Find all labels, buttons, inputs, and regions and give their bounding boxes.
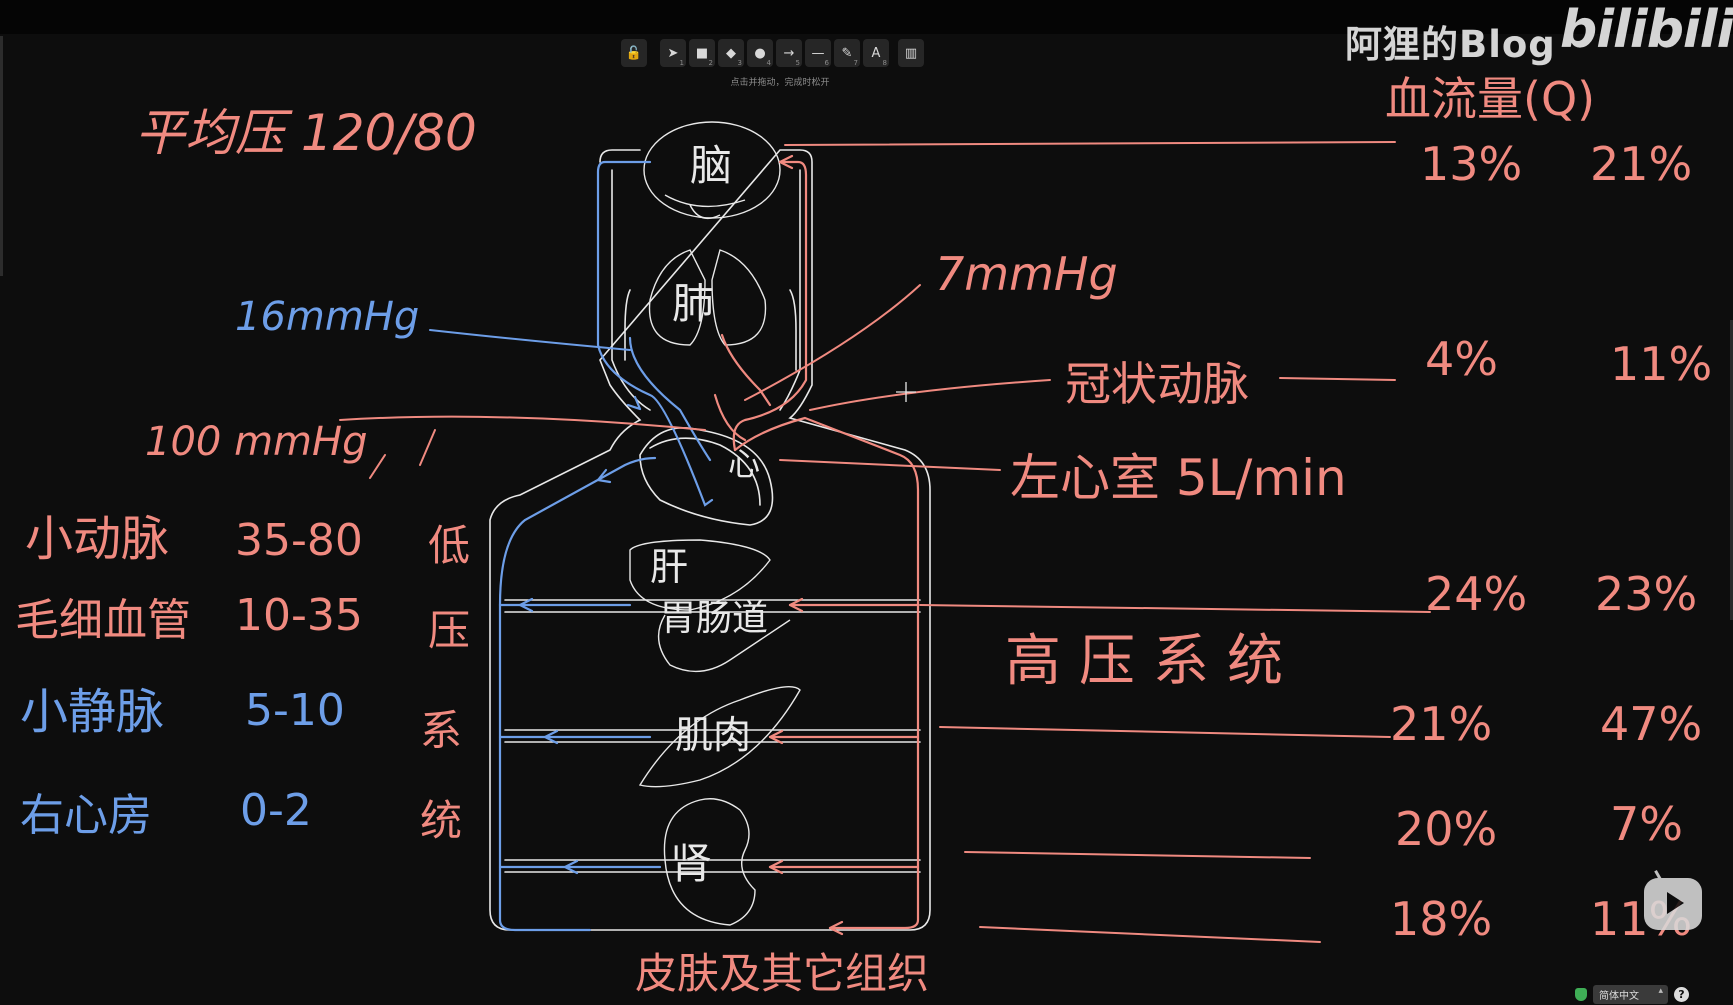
- low-pressure-char-1: 低: [428, 521, 470, 570]
- pencil-tool-button[interactable]: ✎7: [834, 39, 860, 67]
- row-capillary-value: 10-35: [235, 590, 363, 641]
- pressure-16-note: 16mmHg: [235, 294, 419, 340]
- pressure-7-note: 7mmHg: [935, 247, 1118, 301]
- organ-lung-label: 肺: [672, 279, 714, 328]
- diamond-icon: ◆: [726, 45, 736, 61]
- rectangle-icon: ■: [695, 45, 709, 61]
- channel-watermark: 阿狸的Blog: [1345, 23, 1556, 66]
- handwritten-labels: 平均压 120/80 16mmHg 100 mmHg 小动脉 35-80 毛细血…: [15, 72, 1712, 998]
- body-outline: [489, 149, 931, 931]
- pencil-icon: ✎: [841, 45, 853, 61]
- low-pressure-char-4: 统: [420, 796, 462, 845]
- lock-tool-button[interactable]: 🔓: [621, 39, 647, 67]
- window-top-bar: [0, 0, 1733, 34]
- arterial-paths: [713, 154, 920, 936]
- shortcut-number: 5: [795, 59, 800, 67]
- rectangle-tool-button[interactable]: ■2: [689, 39, 715, 67]
- flow-gut-col1: 24%: [1425, 567, 1527, 621]
- flow-coronary-col1: 4%: [1425, 332, 1498, 386]
- flow-header: 血流量(Q): [1385, 72, 1595, 126]
- shortcut-number: 3: [737, 59, 742, 67]
- kidney-sketch: [663, 798, 756, 926]
- mean-pressure-note: 平均压 120/80: [135, 104, 477, 162]
- row-small-artery-value: 35-80: [235, 515, 363, 566]
- tv-play-icon[interactable]: [1644, 878, 1702, 930]
- left-panel-edge: [0, 36, 3, 276]
- status-bar: 简体中文 ?: [1575, 984, 1689, 1004]
- flow-gut-col2: 23%: [1595, 567, 1697, 621]
- library-icon: ▥: [904, 45, 918, 61]
- text-icon: A: [871, 45, 881, 61]
- crosshair-cursor: [896, 382, 916, 402]
- pressure-100-note: 100 mmHg: [145, 419, 367, 465]
- row-small-vein-name: 小静脉: [20, 684, 164, 740]
- shortcut-number: 8: [882, 59, 887, 67]
- pointer-tool-button[interactable]: ➤1: [660, 39, 686, 67]
- low-pressure-char-3: 系: [420, 706, 462, 755]
- organ-kidney-label: 肾: [670, 839, 712, 888]
- bilibili-logo: bilibili: [1560, 0, 1733, 60]
- organ-sketches: [629, 121, 801, 926]
- lung-sketch: [648, 249, 767, 346]
- organ-brain-label: 脑: [690, 141, 732, 190]
- diamond-tool-button[interactable]: ◆3: [718, 39, 744, 67]
- venous-paths: [498, 160, 714, 932]
- organ-liver-label: 肝: [650, 545, 688, 589]
- organ-heart-label: 心: [728, 445, 760, 483]
- flow-muscle-col1: 21%: [1390, 697, 1492, 751]
- toolbar-hint: 点击并拖动，完成时松开: [730, 78, 830, 88]
- right-panel-edge: [1730, 320, 1733, 620]
- muscle-sketch: [638, 685, 801, 788]
- flow-skin-col1: 18%: [1390, 892, 1492, 946]
- flow-kidney-col1: 20%: [1395, 802, 1497, 856]
- liver-sketch: [629, 539, 771, 611]
- line-tool-button[interactable]: —6: [805, 39, 831, 67]
- flow-muscle-col2: 47%: [1600, 697, 1702, 751]
- shortcut-number: 1: [679, 59, 684, 67]
- row-small-vein-value: 5-10: [245, 685, 345, 736]
- row-capillary-name: 毛细血管: [15, 595, 191, 646]
- flow-brain-col2: 21%: [1590, 137, 1692, 191]
- coronary-artery-label: 冠状动脉: [1065, 357, 1249, 411]
- flow-kidney-col2: 7%: [1610, 797, 1683, 851]
- lock-icon: 🔓: [625, 45, 643, 61]
- gut-sketch: [657, 614, 791, 673]
- arrow-tool-button[interactable]: →5: [776, 39, 802, 67]
- row-right-atrium-name: 右心房: [20, 790, 152, 841]
- shortcut-number: 6: [824, 59, 829, 67]
- organ-gut-label: 胃肠道: [660, 598, 768, 639]
- circle-icon: ●: [754, 45, 766, 61]
- organ-skin-label: 皮肤及其它组织: [635, 949, 929, 998]
- shortcut-number: 4: [766, 59, 771, 67]
- shortcut-number: 7: [853, 59, 858, 67]
- flow-coronary-col2: 11%: [1610, 337, 1712, 391]
- flow-brain-col1: 13%: [1420, 137, 1522, 191]
- library-button[interactable]: ▥: [898, 39, 924, 67]
- high-pressure-system: 高压系统: [1005, 629, 1301, 694]
- arrow-icon: →: [783, 45, 795, 61]
- shortcut-number: 2: [708, 59, 713, 67]
- circle-tool-button[interactable]: ●4: [747, 39, 773, 67]
- row-right-atrium-value: 0-2: [240, 785, 312, 836]
- line-icon: —: [811, 45, 825, 61]
- left-ventricle-output: 左心室 5L/min: [1010, 449, 1347, 507]
- leader-lines: [339, 141, 1431, 943]
- row-small-artery-name: 小动脉: [25, 511, 169, 567]
- pointer-icon: ➤: [667, 45, 679, 61]
- low-pressure-char-2: 压: [428, 606, 470, 655]
- organ-muscle-label: 肌肉: [675, 713, 751, 757]
- shield-icon: [1575, 987, 1587, 1001]
- language-select[interactable]: 简体中文: [1593, 984, 1668, 1004]
- help-icon[interactable]: ?: [1674, 986, 1689, 1002]
